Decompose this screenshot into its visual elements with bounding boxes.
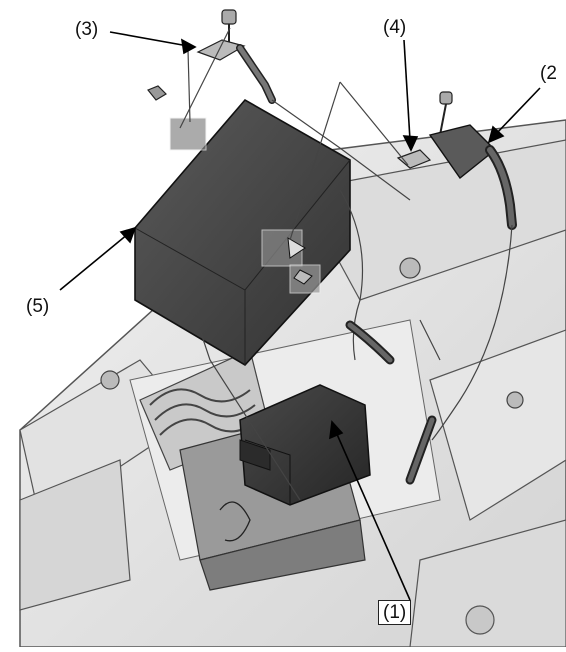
arrow-2 — [494, 87, 541, 136]
positive-terminal-bolt — [147, 9, 276, 104]
callout-label-1: (1) — [378, 600, 412, 625]
lower-cables — [345, 320, 437, 485]
callout-label-3: (3) — [75, 19, 99, 40]
arrow-4 — [403, 39, 411, 141]
callout-label-2: (2 — [540, 63, 557, 84]
battery — [134, 98, 351, 367]
arrow-5 — [59, 233, 129, 291]
negative-terminal-bolt — [396, 91, 517, 230]
arrow-3 — [109, 31, 189, 47]
callout-label-4: (4) — [383, 17, 407, 38]
leader-arrows — [59, 31, 541, 601]
arrow-1 — [335, 431, 411, 601]
terminal-cover — [239, 384, 371, 506]
callout-label-5: (5) — [26, 296, 50, 317]
routing-guide-lines — [179, 27, 513, 501]
